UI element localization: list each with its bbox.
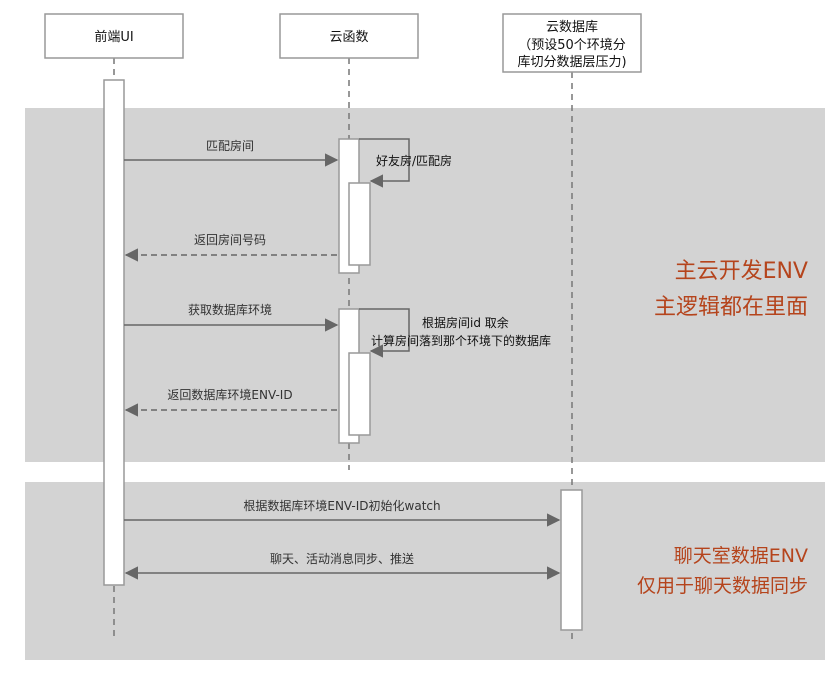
participant-cloudfn: 云函数 <box>279 13 419 59</box>
participant-clouddb-label-line-2: （预设50个环境分 <box>518 38 626 53</box>
participant-clouddb: 云数据库 （预设50个环境分 库切分数据层压力) <box>502 13 642 73</box>
self-call-friend-or-match-label: 好友房/匹配房 <box>376 153 452 168</box>
message-get-db-env-label: 获取数据库环境 <box>188 302 272 317</box>
activation-cloudfn-1-nested <box>348 182 371 266</box>
participant-cloudfn-box <box>279 13 419 59</box>
activation-clouddb <box>560 489 583 631</box>
activation-cloudfn-2-nested <box>348 352 371 436</box>
participant-frontend-box <box>44 13 184 59</box>
activation-frontend <box>103 79 125 586</box>
self-call-friend-or-match-arrow <box>359 138 410 188</box>
zone-main-env-label-line-1: 主云开发ENV <box>675 259 808 284</box>
participant-frontend-label: 前端UI <box>94 29 133 45</box>
zone-main-env-label-line-2: 主逻辑都在里面 <box>654 295 808 320</box>
participant-clouddb-label-line-1: 云数据库 <box>546 19 598 35</box>
message-return-room-number-label: 返回房间号码 <box>194 232 266 247</box>
self-call-compute-env-label-line-1: 根据房间id 取余 <box>422 315 509 330</box>
zone-chat-env-label-line-2: 仅用于聊天数据同步 <box>637 575 808 597</box>
message-chat-sync-label: 聊天、活动消息同步、推送 <box>270 551 414 566</box>
participant-clouddb-box <box>502 13 642 73</box>
message-init-watch-label: 根据数据库环境ENV-ID初始化watch <box>243 498 440 513</box>
message-match-room-label: 匹配房间 <box>206 138 254 153</box>
participant-clouddb-label-line-3: 库切分数据层压力) <box>517 54 626 70</box>
self-call-compute-env-label-line-2: 计算房间落到那个环境下的数据库 <box>371 333 551 348</box>
zone-main-env <box>25 108 825 462</box>
self-call-compute-env-arrow <box>359 308 410 358</box>
participant-cloudfn-label: 云函数 <box>329 30 368 45</box>
message-return-env-id-label: 返回数据库环境ENV-ID <box>167 387 292 402</box>
participant-frontend: 前端UI <box>44 13 184 59</box>
zone-chat-env-label-line-1: 聊天室数据ENV <box>674 545 808 567</box>
